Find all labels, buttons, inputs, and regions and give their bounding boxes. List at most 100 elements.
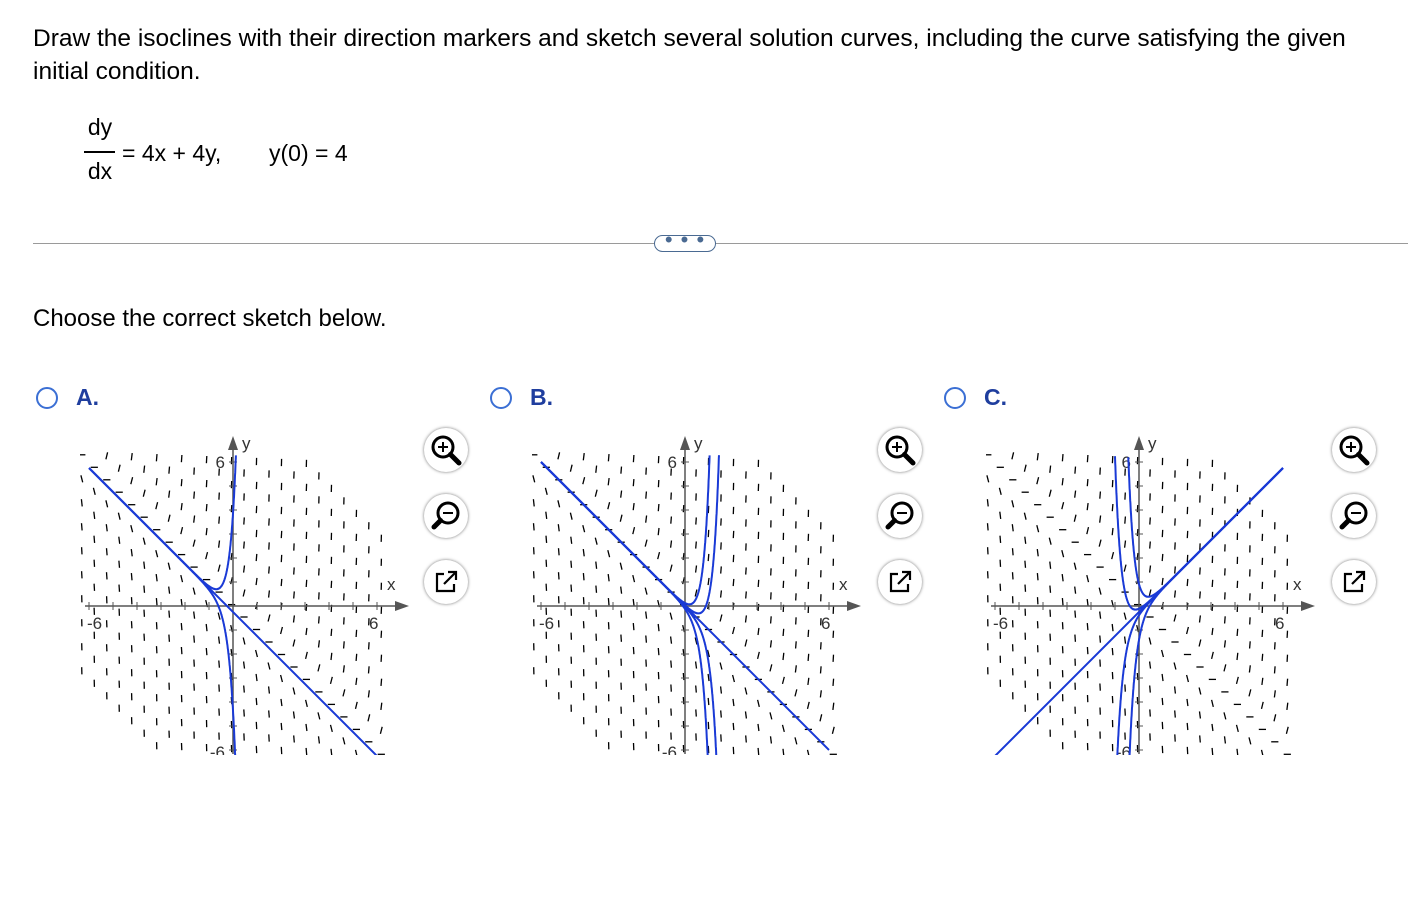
direction-marker bbox=[80, 499, 83, 507]
option-b-y-tick-label-neg6: -6 bbox=[662, 743, 677, 755]
direction-marker bbox=[619, 562, 623, 570]
direction-marker bbox=[1086, 646, 1089, 655]
direction-marker bbox=[832, 702, 835, 710]
direction-marker bbox=[342, 689, 346, 697]
option-c-open-new-window-button[interactable] bbox=[1332, 560, 1376, 604]
direction-marker bbox=[1086, 479, 1089, 487]
option-b-y-tick-label-6: 6 bbox=[668, 453, 677, 472]
direction-marker bbox=[1086, 599, 1089, 607]
direction-marker bbox=[305, 747, 308, 755]
option-a-radio[interactable] bbox=[36, 387, 58, 409]
direction-marker bbox=[644, 539, 648, 547]
direction-marker bbox=[682, 624, 686, 633]
direction-marker bbox=[1111, 623, 1114, 632]
direction-marker bbox=[695, 541, 697, 549]
direction-marker bbox=[292, 615, 296, 623]
direction-marker bbox=[745, 735, 747, 743]
direction-marker bbox=[794, 689, 798, 697]
option-b-radio[interactable] bbox=[490, 387, 512, 409]
direction-marker bbox=[1161, 553, 1164, 562]
direction-marker bbox=[557, 572, 560, 580]
direction-marker bbox=[92, 487, 96, 495]
direction-marker bbox=[105, 524, 108, 532]
direction-marker bbox=[782, 748, 785, 755]
direction-marker bbox=[731, 626, 736, 635]
direction-marker bbox=[1260, 701, 1264, 710]
direction-marker bbox=[756, 699, 760, 708]
direction-marker bbox=[354, 749, 358, 755]
option-c-x-tick-label-neg6: -6 bbox=[993, 614, 1008, 633]
direction-marker bbox=[1099, 491, 1102, 499]
y-axis-arrow bbox=[1134, 436, 1144, 450]
direction-marker bbox=[1211, 723, 1214, 732]
direction-marker bbox=[1199, 567, 1201, 575]
direction-marker bbox=[1285, 726, 1289, 734]
direction-marker bbox=[1248, 689, 1252, 697]
direction-marker bbox=[167, 562, 171, 570]
direction-marker bbox=[1099, 515, 1102, 523]
direction-marker bbox=[118, 560, 121, 568]
direction-marker bbox=[744, 711, 748, 719]
direction-marker bbox=[756, 651, 760, 660]
direction-marker bbox=[1011, 572, 1014, 580]
direction-marker bbox=[707, 577, 710, 586]
direction-marker bbox=[118, 536, 121, 544]
direction-marker bbox=[168, 466, 171, 474]
solution-curve bbox=[540, 461, 709, 755]
direction-marker bbox=[1073, 514, 1077, 522]
direction-marker bbox=[1286, 678, 1289, 686]
option-a-open-new-window-button[interactable] bbox=[424, 560, 468, 604]
direction-marker bbox=[330, 652, 333, 661]
direction-marker bbox=[1174, 710, 1176, 718]
direction-marker bbox=[180, 526, 184, 535]
option-c-radio[interactable] bbox=[944, 387, 966, 409]
option-c-zoom-out-button[interactable] bbox=[1332, 494, 1376, 538]
direction-marker bbox=[757, 579, 760, 588]
direction-marker bbox=[1024, 560, 1027, 568]
option-a-zoom-out-button[interactable] bbox=[424, 494, 468, 538]
direction-marker bbox=[305, 579, 308, 588]
direction-marker bbox=[217, 564, 221, 572]
direction-marker bbox=[582, 477, 586, 485]
direction-marker bbox=[607, 598, 610, 606]
direction-marker bbox=[379, 726, 383, 734]
direction-marker bbox=[720, 710, 722, 718]
direction-marker bbox=[645, 611, 648, 619]
option-b-zoom-out-button[interactable] bbox=[878, 494, 922, 538]
direction-marker bbox=[682, 696, 685, 705]
solution-curve bbox=[1128, 467, 1284, 755]
direction-marker bbox=[1160, 649, 1165, 658]
direction-marker bbox=[1174, 566, 1176, 574]
direction-marker bbox=[317, 616, 320, 624]
direction-marker bbox=[1235, 724, 1239, 733]
direction-marker bbox=[254, 649, 259, 658]
option-b-open-new-window-button[interactable] bbox=[878, 560, 922, 604]
direction-marker bbox=[1161, 577, 1164, 586]
direction-marker bbox=[143, 561, 146, 569]
direction-marker bbox=[670, 516, 673, 524]
direction-marker bbox=[557, 524, 560, 532]
option-a-zoom-in-button[interactable] bbox=[424, 428, 468, 472]
direction-marker bbox=[1098, 539, 1102, 547]
direction-marker bbox=[329, 724, 333, 733]
direction-marker bbox=[632, 526, 636, 535]
direction-marker bbox=[293, 591, 295, 599]
direction-marker bbox=[117, 464, 121, 472]
direction-marker bbox=[998, 487, 1002, 495]
direction-marker bbox=[330, 748, 333, 755]
expand-button[interactable]: • • • bbox=[654, 227, 716, 252]
direction-marker bbox=[757, 627, 760, 636]
direction-marker bbox=[1123, 636, 1127, 644]
zoom-in-icon bbox=[885, 435, 916, 466]
direction-marker bbox=[1036, 453, 1039, 461]
option-c-zoom-in-button[interactable] bbox=[1332, 428, 1376, 472]
direction-marker bbox=[1123, 540, 1127, 548]
direction-marker bbox=[1148, 589, 1152, 597]
x-axis-arrow bbox=[1301, 601, 1315, 611]
direction-marker bbox=[193, 611, 196, 619]
direction-marker bbox=[155, 454, 158, 462]
direction-marker bbox=[1036, 525, 1040, 533]
direction-marker bbox=[380, 702, 383, 710]
direction-marker bbox=[230, 552, 233, 561]
option-b-zoom-in-button[interactable] bbox=[878, 428, 922, 472]
